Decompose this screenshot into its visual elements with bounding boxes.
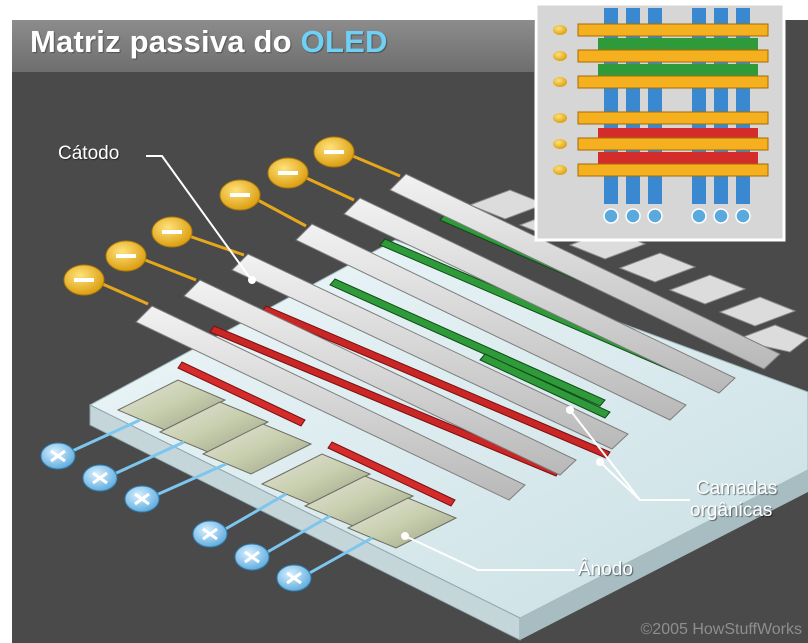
- plus-circle-icon: [234, 514, 331, 571]
- label-organic-line2: orgânicas: [690, 500, 773, 521]
- title-accent: OLED: [300, 24, 388, 59]
- plus-circle-icon: [40, 418, 141, 470]
- inset-cathode-rows: [577, 23, 769, 177]
- inset-negative-terminals: [553, 25, 567, 175]
- negative-terminals: [63, 136, 401, 306]
- matrix-inset: [534, 2, 786, 242]
- title-band: [12, 20, 534, 72]
- leader-lines: [146, 155, 690, 571]
- inset-green-cells: [598, 38, 758, 76]
- plus-circle-icon: [276, 536, 373, 592]
- positive-terminals: [40, 418, 373, 592]
- label-organic-line1: Camadas: [696, 478, 778, 499]
- minus-circle-icon: [63, 264, 149, 306]
- inset-positive-terminals: [603, 208, 751, 224]
- minus-circle-icon: [151, 216, 245, 257]
- cathode-strips: [135, 173, 781, 501]
- red-emission-rows: [177, 305, 611, 507]
- label-cathode: Cátodo: [58, 143, 120, 164]
- copyright-notice: ©2005 HowStuffWorks: [640, 621, 803, 638]
- plus-circle-icon: [82, 440, 185, 492]
- diagram-title: Matriz passiva do OLED: [30, 24, 388, 60]
- plus-circle-icon: [192, 492, 287, 548]
- minus-circle-icon: [219, 179, 307, 228]
- minus-circle-icon: [267, 157, 355, 202]
- label-anode: Ânodo: [578, 559, 633, 580]
- minus-circle-icon: [313, 136, 401, 178]
- plus-circle-icon: [124, 462, 227, 513]
- title-main: Matriz passiva do: [30, 24, 301, 59]
- minus-circle-icon: [105, 240, 197, 282]
- anode-cells: [116, 189, 808, 549]
